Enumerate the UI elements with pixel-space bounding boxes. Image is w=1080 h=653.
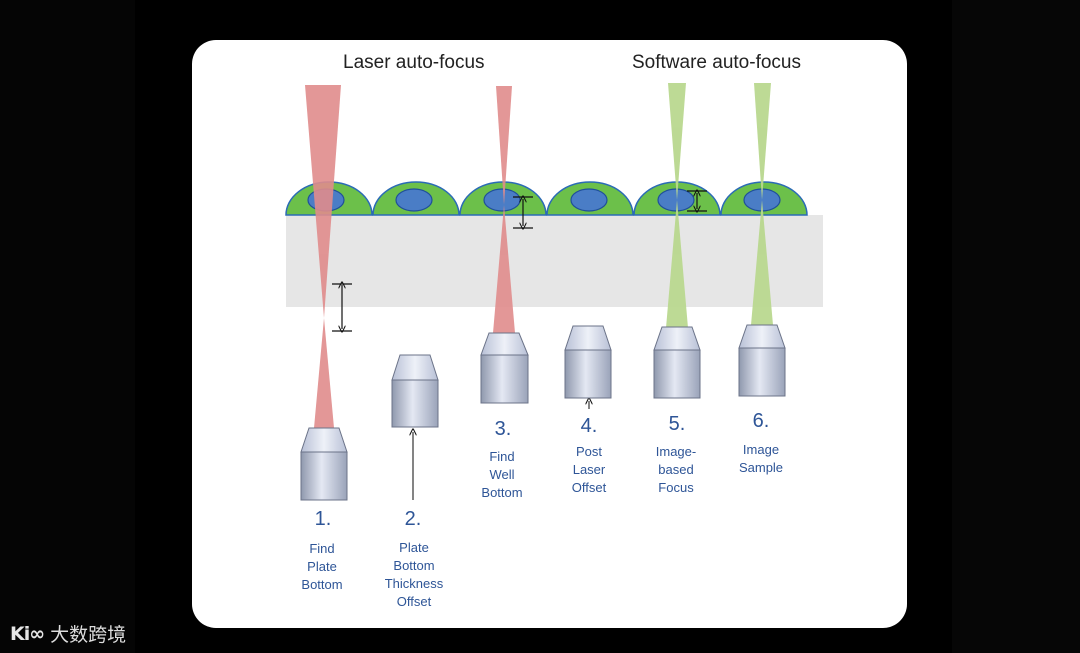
- step-label-line: Image: [742, 442, 780, 457]
- step-number: 1.: [314, 508, 332, 530]
- step-label-line: Offset: [571, 480, 607, 495]
- laser-beam-1: [305, 85, 341, 428]
- objective-4: [564, 325, 612, 399]
- step-label-line: based: [658, 462, 694, 477]
- objective-5: [653, 326, 701, 399]
- step-label-line: Find: [489, 449, 515, 464]
- step-number: 3.: [494, 418, 512, 440]
- cell: [720, 181, 808, 216]
- step-number: 6.: [752, 410, 770, 432]
- objective-3: [480, 332, 529, 404]
- step-label: Image- based Focus: [656, 443, 696, 497]
- step-label: Find Well Bottom: [481, 448, 522, 502]
- watermark: Ki∞ 大数跨境: [10, 620, 126, 647]
- step-label-line: Image-: [655, 444, 697, 459]
- cell: [546, 181, 634, 216]
- step-label-line: Plate: [307, 559, 337, 574]
- step-number: 2.: [404, 508, 422, 530]
- cell: [372, 181, 460, 216]
- objective-1: [300, 427, 348, 501]
- plate-bottom: [286, 215, 823, 307]
- step-label-line: Post: [575, 444, 603, 459]
- step-label-line: Sample: [738, 460, 784, 475]
- objective-6: [738, 324, 786, 397]
- step-label-line: Laser: [572, 462, 606, 477]
- step-number: 5.: [668, 413, 686, 435]
- step-label: Image Sample: [739, 441, 783, 477]
- step-label-line: Focus: [658, 480, 694, 495]
- laser-beam-3: [493, 86, 515, 333]
- step-label-line: Bottom: [481, 485, 523, 500]
- cell-layer: [285, 181, 808, 216]
- step-label-line: Bottom: [393, 558, 435, 573]
- watermark-logo: Ki∞: [10, 622, 45, 645]
- step-label: Find Plate Bottom: [301, 540, 342, 594]
- step-label-line: Find: [309, 541, 335, 556]
- right-letterbox: [952, 0, 1080, 653]
- step-label-line: Plate: [399, 540, 429, 555]
- step-label-line: Offset: [396, 594, 432, 609]
- watermark-text: 大数跨境: [50, 624, 127, 646]
- step-label-line: Well: [489, 467, 515, 482]
- step-label-line: Thickness: [384, 576, 444, 591]
- left-letterbox: [0, 0, 135, 653]
- step-label: Plate Bottom Thickness Offset: [385, 539, 444, 611]
- laser-autofocus-title: Laser auto-focus: [343, 52, 485, 73]
- step-label: Post Laser Offset: [572, 443, 606, 497]
- software-autofocus-title: Software auto-focus: [632, 52, 801, 73]
- step-label-line: Bottom: [301, 577, 343, 592]
- objective-2: [391, 354, 439, 428]
- software-beam-5: [666, 83, 688, 328]
- step-number: 4.: [580, 415, 598, 437]
- software-beam-6: [751, 83, 773, 325]
